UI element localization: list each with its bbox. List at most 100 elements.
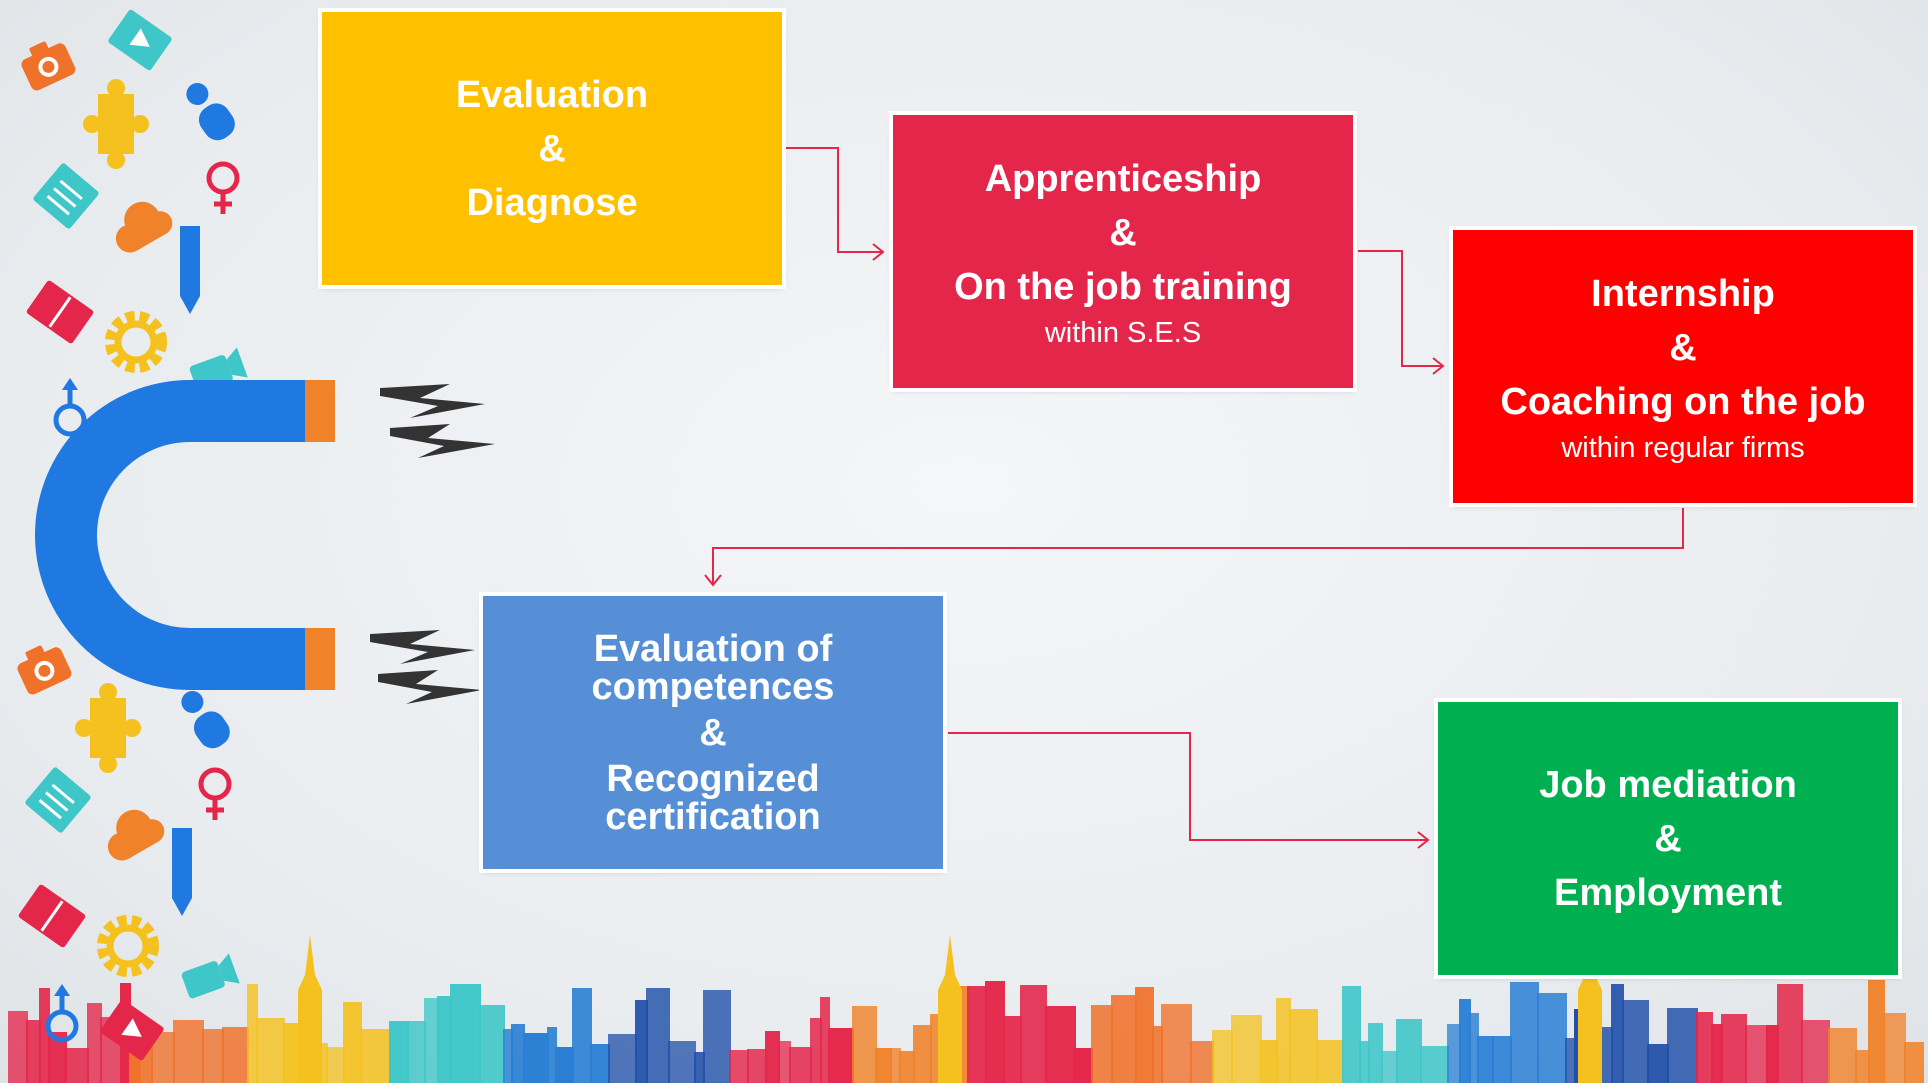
skyline-building xyxy=(1190,1041,1214,1083)
step-evaluation-diagnose: Evaluation & Diagnose xyxy=(318,8,786,289)
ampersand: & xyxy=(699,711,727,754)
skyline-building xyxy=(87,1003,102,1083)
skyline-building xyxy=(1777,984,1803,1083)
puzzle-icon xyxy=(75,683,141,773)
skyline-building xyxy=(1477,1036,1494,1083)
skyline-building xyxy=(1091,1005,1113,1083)
skyline-building xyxy=(247,984,258,1083)
user-icon xyxy=(186,82,235,141)
cloud-icon xyxy=(115,201,173,253)
cloud-icon xyxy=(107,809,165,861)
skyline-building xyxy=(668,1041,696,1083)
step-title-2: Coaching on the job xyxy=(1500,380,1866,423)
skyline-building xyxy=(1745,1025,1768,1083)
camera-icon xyxy=(21,41,76,91)
pencil-icon xyxy=(172,828,192,916)
skyline-building xyxy=(1231,1015,1262,1083)
skyline-building xyxy=(1828,1028,1857,1083)
skyline-building xyxy=(1212,1030,1233,1083)
connector-evaluation-to-apprenticeship xyxy=(786,147,883,253)
ampersand: & xyxy=(538,127,566,170)
ampersand: & xyxy=(1669,326,1697,369)
step-job-mediation-employment: Job mediation & Employment xyxy=(1434,698,1902,979)
skyline-building xyxy=(646,988,670,1083)
skyline-building xyxy=(694,1052,705,1083)
skyline-building xyxy=(913,1025,932,1083)
video-camera-icon xyxy=(181,953,240,999)
book-icon xyxy=(26,280,94,344)
skyline-building xyxy=(1316,1040,1344,1083)
book-icon xyxy=(18,884,86,948)
skyline-building xyxy=(222,1027,249,1083)
skyline-building xyxy=(967,986,987,1083)
camera-icon xyxy=(17,645,72,695)
magnet-icon xyxy=(35,380,335,690)
step-title: Evaluation of xyxy=(593,627,833,670)
step-title: Evaluation xyxy=(455,73,649,116)
arrowhead xyxy=(872,243,885,261)
skyline-building xyxy=(1855,1050,1870,1083)
skyline-building xyxy=(1447,1024,1461,1083)
skyline-building xyxy=(202,1029,224,1083)
skyline-tower xyxy=(1578,935,1602,1083)
skyline-tower xyxy=(938,935,962,1083)
skyline-building xyxy=(778,1041,791,1083)
skyline-building xyxy=(48,1032,67,1083)
city-skyline xyxy=(8,935,1924,1083)
skyline-building xyxy=(1381,1051,1398,1083)
step-subtitle: within S.E.S xyxy=(1044,316,1202,349)
skyline-building xyxy=(852,1006,877,1083)
skyline-building xyxy=(326,1047,345,1083)
skyline-building xyxy=(899,1051,915,1083)
skyline-building xyxy=(1276,998,1291,1083)
male-symbol-icon xyxy=(53,378,87,437)
skyline-building xyxy=(1045,1006,1076,1083)
step-apprenticeship: Apprenticeship & On the job training wit… xyxy=(889,111,1357,392)
user-icon xyxy=(181,690,230,749)
skyline-building xyxy=(1904,1042,1924,1083)
skyline-building xyxy=(1396,1019,1422,1083)
arrowhead xyxy=(704,574,722,587)
step-title: Job mediation xyxy=(1539,763,1797,806)
connector-apprenticeship-to-internship xyxy=(1358,250,1443,367)
notepad-icon xyxy=(25,767,91,833)
skyline-building xyxy=(1696,1012,1713,1083)
skyline-building xyxy=(1868,980,1885,1083)
skyline-building xyxy=(1459,999,1471,1083)
skyline-building xyxy=(503,1029,513,1083)
connector-competences-to-employment xyxy=(948,732,1428,841)
skyline-building xyxy=(1260,1040,1278,1083)
skyline-building xyxy=(479,1005,505,1083)
skyline-building xyxy=(828,1028,854,1083)
skyline-building xyxy=(407,1021,426,1083)
skyline-building xyxy=(985,981,1005,1083)
skyline-building xyxy=(343,1002,362,1083)
skyline-building xyxy=(890,1048,901,1083)
step-title-2: Diagnose xyxy=(466,181,638,224)
skyline-building xyxy=(1003,1016,1022,1083)
ampersand: & xyxy=(1654,817,1682,860)
skyline-building xyxy=(450,984,481,1083)
skyline-building xyxy=(1711,1024,1723,1083)
skyline-building xyxy=(1611,984,1624,1083)
pencil-icon xyxy=(180,226,200,314)
skyline-building xyxy=(1647,1044,1669,1083)
step-title-2: Recognized xyxy=(606,757,820,800)
skyline-building xyxy=(26,1020,41,1083)
gear-icon xyxy=(97,915,159,977)
ampersand: & xyxy=(1109,211,1137,254)
step-title-2: On the job training xyxy=(954,265,1292,308)
skyline-building xyxy=(1721,1014,1747,1083)
skyline-building xyxy=(1469,1013,1479,1083)
skyline-building xyxy=(65,1048,89,1083)
skyline-building xyxy=(511,1024,525,1083)
skyline-building xyxy=(1289,1009,1318,1083)
skyline-building xyxy=(1135,987,1154,1083)
skyline-building xyxy=(555,1047,574,1083)
skyline-building xyxy=(39,988,50,1083)
skyline-building xyxy=(1359,1041,1370,1083)
skyline-building xyxy=(1492,1036,1512,1083)
skyline-building xyxy=(572,988,592,1083)
arrowhead xyxy=(1417,831,1430,849)
